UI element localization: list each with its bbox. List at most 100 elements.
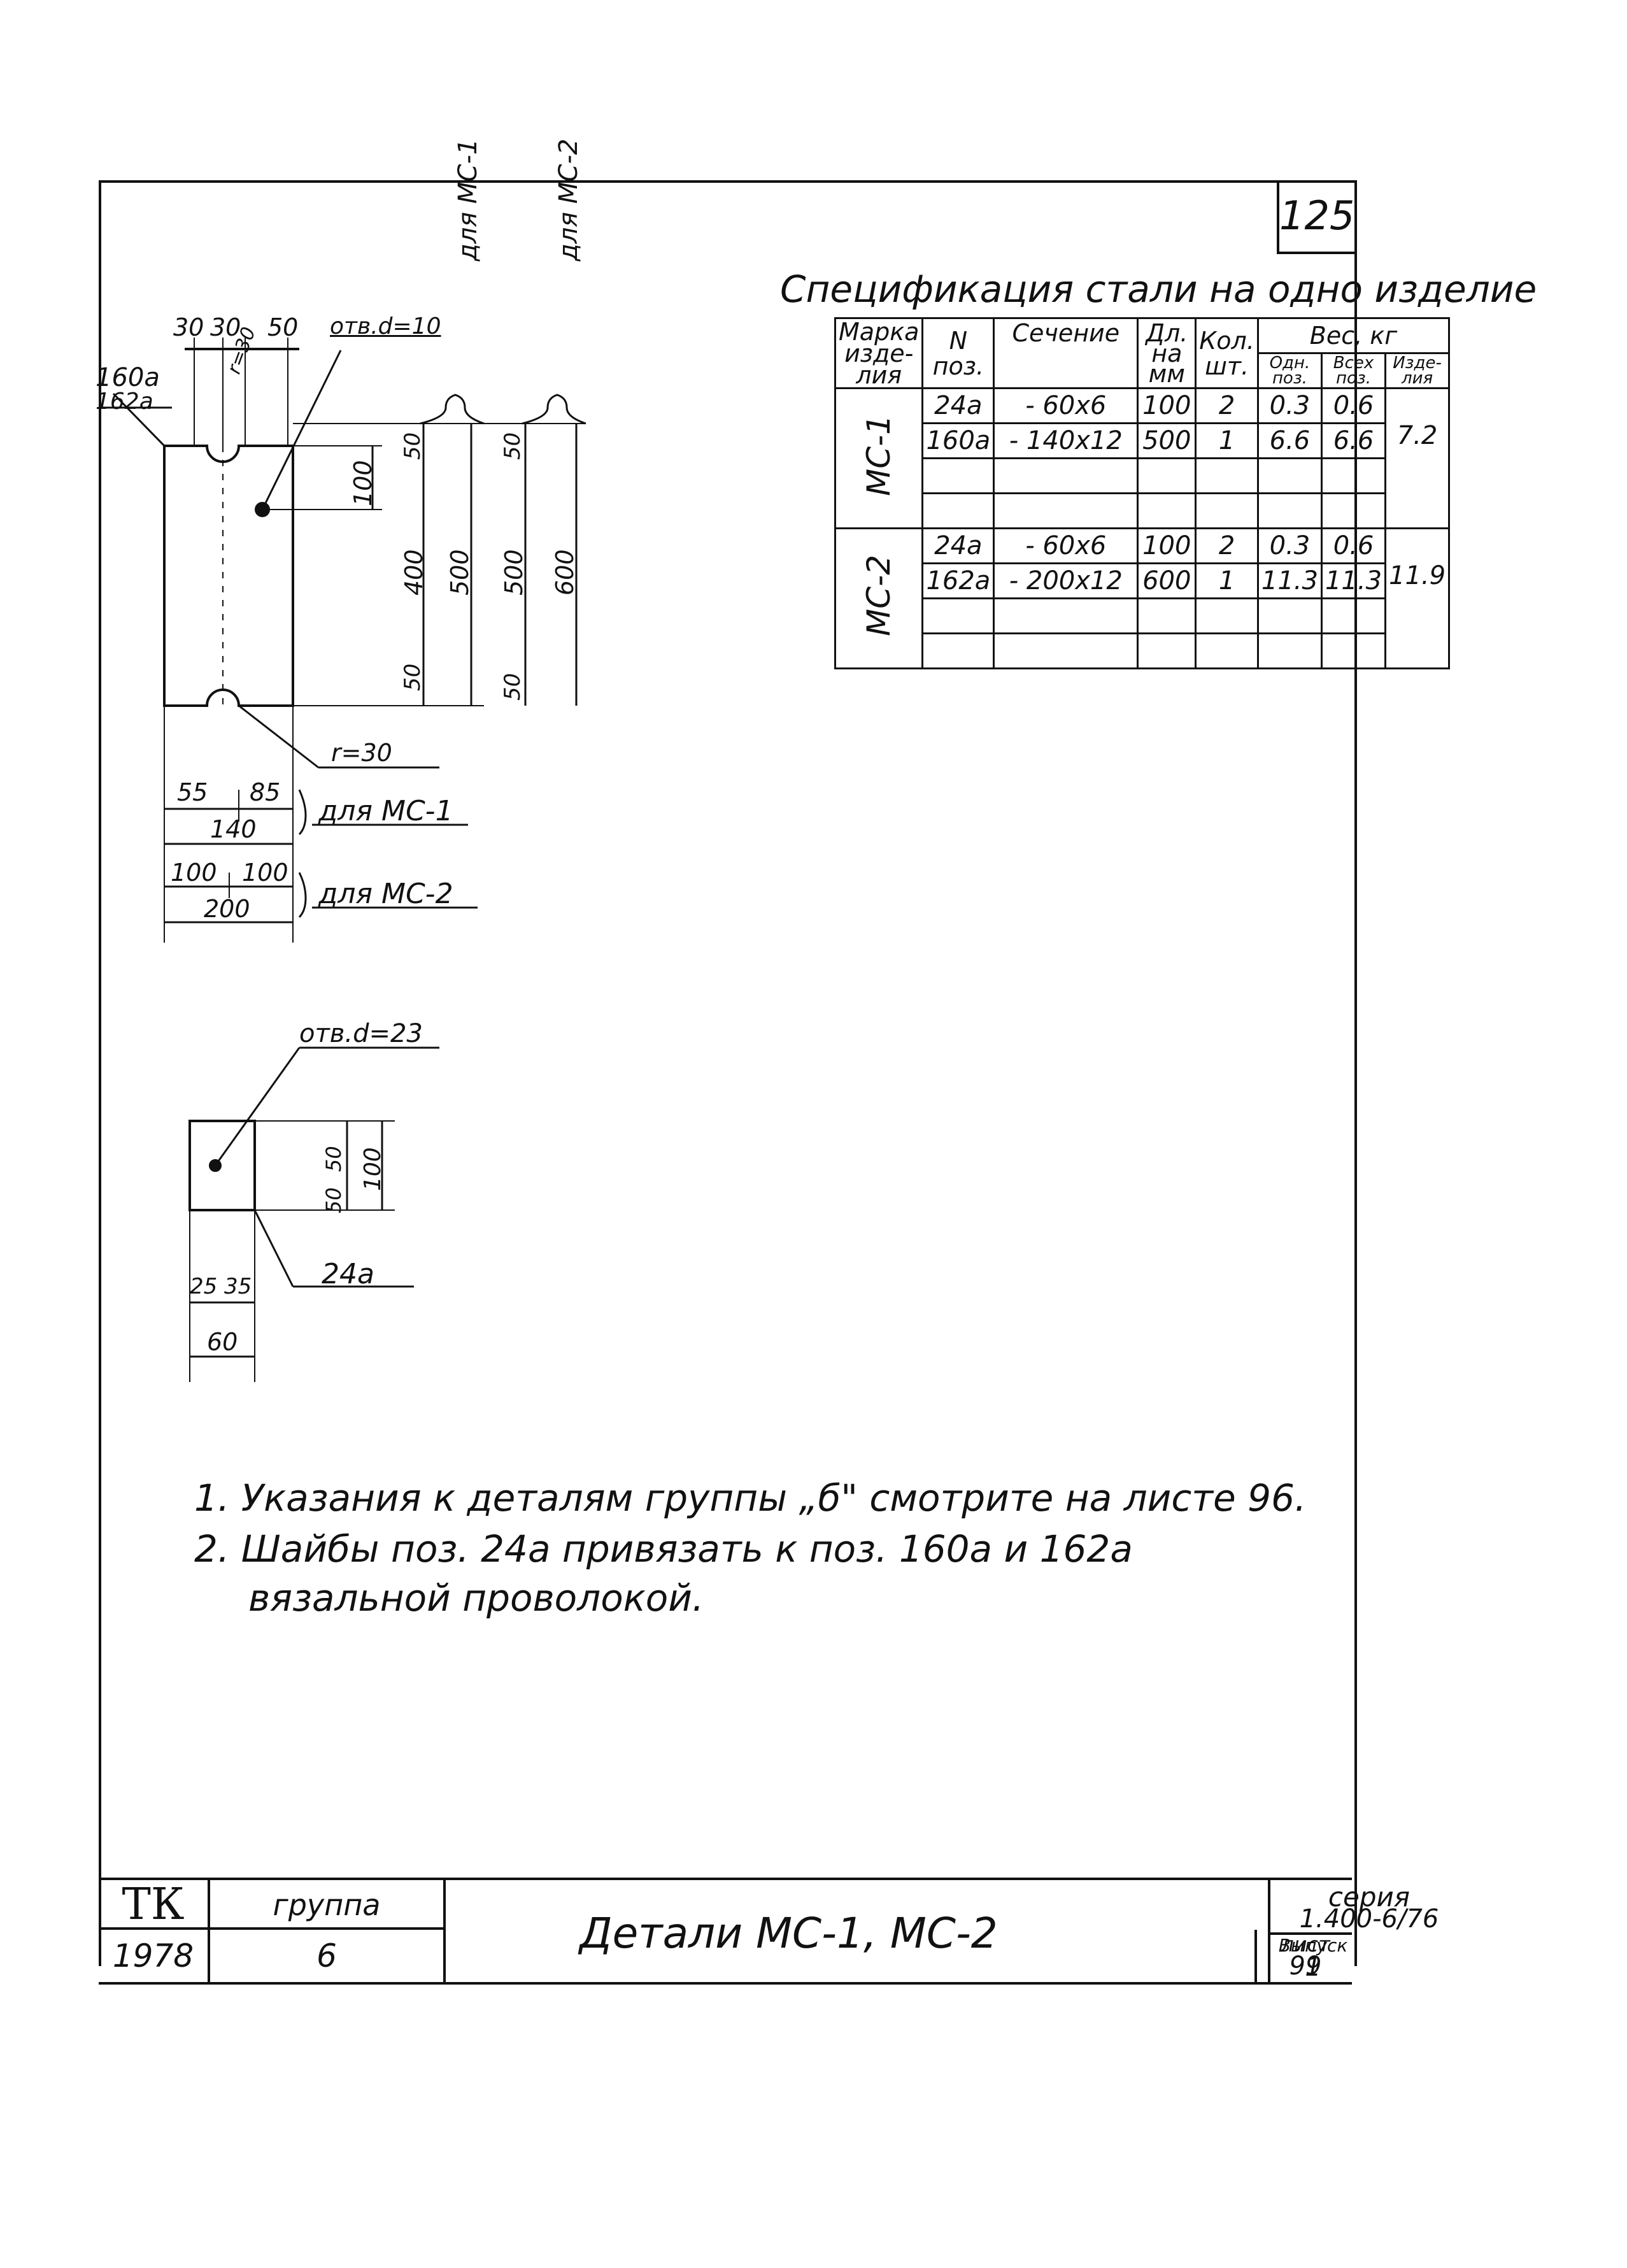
item-weight-mc1: 7.2 (1384, 387, 1451, 529)
dim-500-mc2: 500 (500, 549, 528, 596)
dim-140: 140 (210, 815, 257, 843)
label-for-mc2-vertical: для МС-2 (554, 138, 583, 261)
table-cell: 6.6 (1320, 422, 1387, 459)
label-160a: 160а (96, 363, 160, 392)
dim-25: 25 (190, 1274, 218, 1299)
dim-60: 60 (207, 1328, 238, 1356)
spec-mark-mc1: МС-1 (834, 387, 924, 529)
label-162a: 162а (96, 389, 153, 415)
hdr-length: Дл. на мм (1137, 317, 1197, 389)
sheet-label: лист (1281, 1932, 1330, 1957)
table-cell: 2 (1195, 387, 1259, 424)
dim-100a: 100 (171, 859, 217, 887)
table-cell (993, 632, 1139, 669)
dim-100: 100 (349, 460, 377, 506)
table-cell (921, 597, 995, 634)
hdr-mark: Марка изде- лия (834, 317, 924, 389)
table-cell: - 60х6 (993, 527, 1139, 564)
hdr-section: Сечение (993, 317, 1139, 389)
title-block: ТК группа 1978 6 Детали МС-1, МС-2 серия… (99, 1878, 1439, 1985)
sheet-number-top: 125 (1277, 180, 1354, 254)
table-cell (993, 597, 1139, 634)
table-cell (1320, 597, 1387, 634)
table-cell (921, 492, 995, 529)
table-cell (1137, 457, 1197, 494)
radius-bottom-label: r=30 (331, 739, 392, 767)
table-cell (993, 492, 1139, 529)
table-cell (1195, 457, 1259, 494)
table-cell: 2 (1195, 527, 1259, 564)
label-for-mc1: для МС-1 (318, 795, 453, 827)
note-1: 1. Указания к деталям группы „б" смотрит… (194, 1476, 1307, 1520)
dim-50-top-mc2: 50 (500, 432, 525, 460)
dim-100-washer: 100 (360, 1147, 386, 1191)
table-cell (1195, 492, 1259, 529)
dim-50-lower: 50 (322, 1187, 346, 1213)
table-cell: 1 (1195, 422, 1259, 459)
tk-logo: ТК (122, 1879, 185, 1930)
table-cell: 11.3 (1320, 562, 1387, 599)
table-cell: 24а (921, 527, 995, 564)
drawing-title: Детали МС-1, МС-2 (579, 1909, 998, 1958)
spec-table: Марка изде- лия N поз. Сечение Дл. на мм… (834, 317, 1451, 669)
note-2-cont: вязальной проволокой. (248, 1576, 704, 1620)
table-cell (1256, 457, 1323, 494)
table-cell (1256, 632, 1323, 669)
label-for-mc2: для МС-2 (318, 878, 453, 910)
table-cell (1256, 597, 1323, 634)
issue-label: Выпуск (1278, 1935, 1348, 1956)
table-cell (921, 632, 995, 669)
dim-500-mc1: 500 (446, 549, 474, 596)
issue-number: 1 (1305, 1953, 1321, 1982)
spec-mark-mc2: МС-2 (834, 527, 924, 669)
dim-85: 85 (250, 778, 281, 806)
dim-600: 600 (551, 549, 579, 596)
note-2: 2. Шайбы поз. 24а привязать к поз. 160а … (194, 1527, 1133, 1571)
table-cell: - 60х6 (993, 387, 1139, 424)
table-cell (921, 457, 995, 494)
hdr-w-all: Всех поз. (1320, 352, 1387, 389)
dim-400: 400 (400, 549, 428, 596)
table-cell: 0.3 (1256, 527, 1323, 564)
table-cell: 162а (921, 562, 995, 599)
hdr-weight: Вес, кг (1256, 317, 1451, 354)
hdr-w-one: Одн. поз. (1256, 352, 1323, 389)
dim-35: 35 (224, 1274, 252, 1299)
group-number: 6 (316, 1937, 337, 1974)
table-cell: 24а (921, 387, 995, 424)
table-cell: 0.6 (1320, 527, 1387, 564)
table-cell: 500 (1137, 422, 1197, 459)
hdr-w-item: Изде- лия (1384, 352, 1451, 389)
table-cell: - 140х12 (993, 422, 1139, 459)
table-cell (993, 457, 1139, 494)
table-cell (1137, 597, 1197, 634)
label-for-mc1-vertical: для МС-1 (453, 138, 483, 261)
table-cell: 0.3 (1256, 387, 1323, 424)
washer-outline (188, 1120, 256, 1211)
table-cell: 600 (1137, 562, 1197, 599)
table-cell: 11.3 (1256, 562, 1323, 599)
washer-pos-label: 24а (322, 1258, 374, 1290)
hole-label-d23: отв.d=23 (299, 1019, 423, 1048)
sheet-number: 99 (1289, 1951, 1322, 1981)
dim-top-30a: 30 (173, 313, 204, 341)
year: 1978 (112, 1937, 194, 1974)
table-cell: 0.6 (1320, 387, 1387, 424)
series-number: 1.400-6/76 (1299, 1904, 1439, 1934)
table-cell: 100 (1137, 527, 1197, 564)
dim-50-top-mc1: 50 (400, 432, 425, 460)
table-cell: 6.6 (1256, 422, 1323, 459)
table-cell: 1 (1195, 562, 1259, 599)
hdr-pos: N поз. (921, 317, 995, 389)
table-cell (1320, 457, 1387, 494)
dim-55: 55 (177, 778, 208, 806)
dim-top-30b: 30 (210, 313, 241, 341)
table-cell (1195, 632, 1259, 669)
dim-50-bottom-mc1: 50 (400, 663, 425, 691)
item-weight-mc2: 11.9 (1384, 527, 1451, 669)
table-cell (1137, 632, 1197, 669)
table-cell: 160а (921, 422, 995, 459)
table-cell (1195, 597, 1259, 634)
group-label: группа (273, 1888, 381, 1922)
